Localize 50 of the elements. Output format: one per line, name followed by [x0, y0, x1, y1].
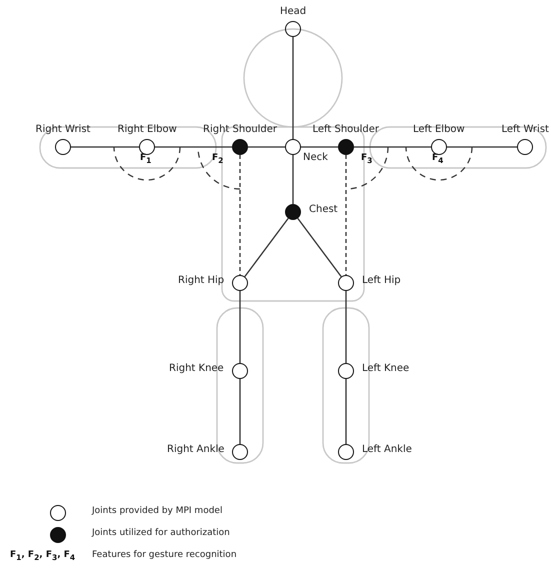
joint-label: Left Ankle: [362, 444, 412, 454]
bone-line: [301, 146, 338, 148]
joint-circle: [338, 363, 354, 379]
joint-label: Right Elbow: [118, 124, 177, 135]
bone-line: [71, 146, 139, 148]
bone-line: [345, 291, 347, 363]
joint-label: Left Knee: [362, 362, 410, 374]
joint-label: Right Knee: [169, 362, 224, 374]
bone-line: [239, 291, 241, 363]
joint-label: Chest: [309, 204, 338, 214]
filled-joint: [232, 139, 248, 155]
bone-line: [292, 155, 294, 204]
joint-label: Left Elbow: [413, 124, 465, 135]
legend-text: Features for gesture recognition: [92, 550, 237, 560]
joint-circle: [338, 444, 354, 460]
joint-label: Right Ankle: [167, 444, 224, 454]
legend-text: Joints provided by MPI model: [92, 506, 222, 516]
joint-circle: [139, 139, 155, 155]
joint-circle: [285, 21, 301, 37]
joint-label: Right Shoulder: [203, 124, 278, 135]
joint-circle: [232, 363, 248, 379]
joint-circle: [285, 139, 301, 155]
joint-circle: [232, 444, 248, 460]
legend-key-text: F$_{1}$, F$_{2}$, F$_{3}$, F$_{4}$: [10, 550, 76, 562]
legend-text: Joints utilized for authorization: [92, 528, 230, 538]
filled-joint: [338, 139, 354, 155]
dashed-line: [239, 155, 241, 275]
joint-circle: [232, 275, 248, 291]
joint-circle: [55, 139, 71, 155]
bone-line: [248, 146, 285, 148]
joint-label: Head: [280, 6, 306, 17]
bone-line: [155, 146, 232, 148]
joint-label: Neck: [303, 152, 328, 163]
bone-line: [447, 146, 517, 148]
joint-label: Left Hip: [362, 274, 401, 286]
feature-label: F$_{3}$: [361, 153, 372, 165]
joint-circle: [517, 139, 533, 155]
joint-label: Right Hip: [178, 274, 224, 286]
joint-circle: [338, 275, 354, 291]
bone-line: [297, 218, 342, 277]
bone-line: [244, 218, 289, 277]
joint-label: Left Shoulder: [312, 124, 380, 135]
dashed-line: [345, 155, 347, 275]
joint-circle: [431, 139, 447, 155]
joint-label: Left Wrist: [502, 124, 549, 135]
bone-line: [292, 37, 294, 139]
joint-label: Right Wrist: [36, 124, 90, 135]
bone-line: [354, 146, 431, 148]
feature-label: F$_{2}$: [212, 153, 224, 165]
filled-joint: [285, 204, 301, 220]
